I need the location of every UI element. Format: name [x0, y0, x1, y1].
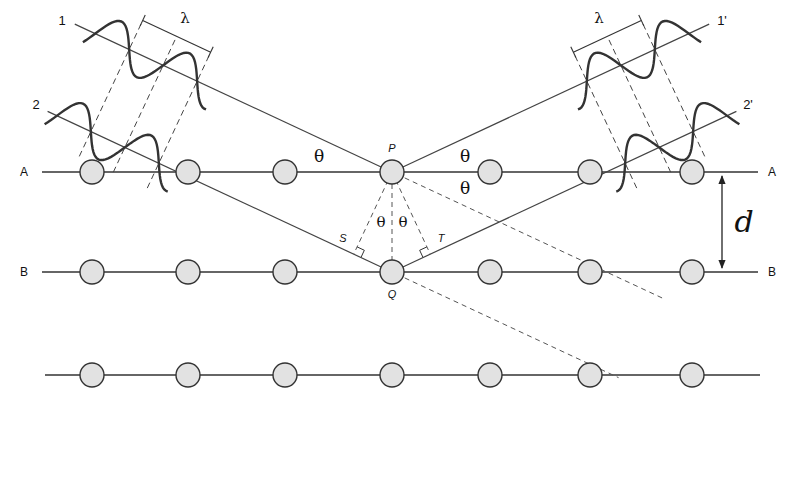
wave [83, 21, 206, 109]
wavelength-label: λ [180, 11, 190, 26]
wavelength-bracket [571, 47, 576, 58]
construction-lines [354, 172, 664, 378]
wavelength-bracket [208, 47, 213, 58]
atom [478, 260, 502, 284]
point-label: S [339, 233, 346, 244]
wavefront [643, 24, 705, 157]
atom [176, 363, 200, 387]
ray-continuation [405, 278, 619, 378]
atom [380, 260, 404, 284]
wavefront [575, 56, 637, 189]
angle-label: θ [398, 215, 407, 230]
ray-number: 1' [717, 14, 727, 27]
spacing-label: d [734, 207, 753, 237]
ray-number: 1 [58, 14, 65, 27]
wave [578, 21, 701, 109]
atom [680, 160, 704, 184]
spacing-arrow [721, 176, 722, 268]
point-label: Q [388, 289, 397, 300]
atom [578, 160, 602, 184]
wavefront [609, 40, 671, 173]
point-label: P [388, 143, 395, 154]
ray-continuation [405, 178, 664, 299]
plane-label: B [768, 266, 776, 278]
atom [578, 363, 602, 387]
wavelength-bracket [140, 15, 145, 26]
wavelength-bracket [143, 20, 211, 52]
atom [80, 160, 104, 184]
atom [680, 260, 704, 284]
normal-line [392, 184, 393, 260]
angle-label: θ [460, 148, 470, 165]
angle-label: θ [314, 148, 324, 165]
atom [578, 260, 602, 284]
plane-label: A [768, 166, 776, 178]
wave [45, 103, 168, 191]
ray-number: 2' [743, 98, 753, 111]
atom [176, 160, 200, 184]
incident-ray [48, 111, 382, 267]
atom [273, 160, 297, 184]
wavelength-bracket [573, 20, 641, 52]
wave [616, 103, 739, 191]
diffracted-ray [403, 111, 737, 267]
atom [80, 363, 104, 387]
atom [680, 363, 704, 387]
atom [380, 160, 404, 184]
wavefront [113, 40, 175, 173]
atom [176, 260, 200, 284]
atom [273, 363, 297, 387]
plane-label: B [20, 266, 28, 278]
angle-label: θ [460, 180, 470, 197]
perpendicular-line [354, 172, 392, 254]
perpendicular-line [392, 172, 430, 254]
angle-label: θ [376, 215, 385, 230]
ray-number: 2 [32, 98, 39, 111]
atom [478, 363, 502, 387]
point-label: T [438, 233, 445, 244]
wavefront [147, 56, 209, 189]
atoms [80, 160, 704, 387]
plane-label: A [20, 166, 28, 178]
atom [380, 363, 404, 387]
wavelength-label: λ [594, 11, 604, 26]
atom [478, 160, 502, 184]
lattice-lines [42, 172, 760, 375]
wavefront [79, 24, 141, 157]
atom [273, 260, 297, 284]
atom [80, 260, 104, 284]
wavelength-bracket [639, 15, 644, 26]
x-ray-beams [45, 15, 740, 267]
